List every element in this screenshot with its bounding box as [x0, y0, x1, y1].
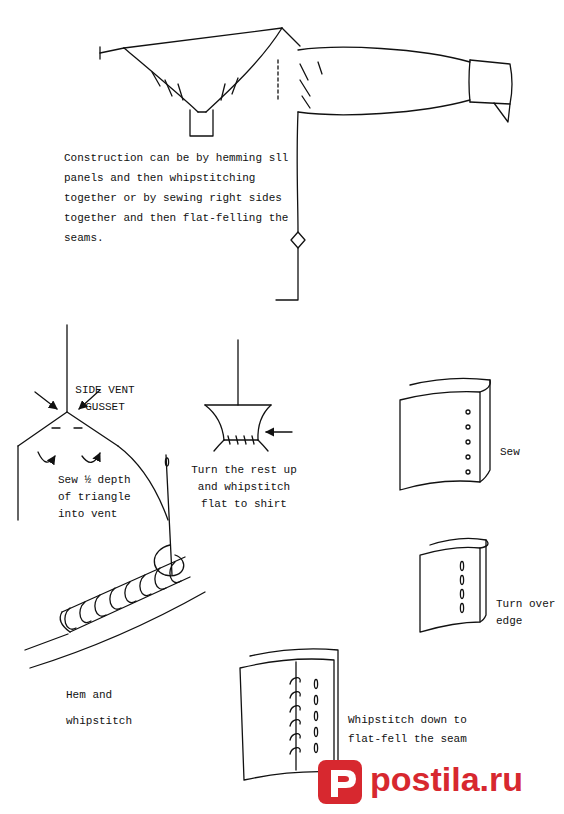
hem-whipstitch-figure-part: [125, 582, 136, 603]
gusset-figure: [18, 325, 168, 520]
hem-whipstitch-figure-part: [62, 557, 185, 612]
shirt-figure-part: [206, 28, 282, 112]
flat-fell-sew-figure-part: [480, 380, 490, 392]
gusset-figure-part: [17, 446, 18, 520]
step-note: Sew: [500, 444, 540, 461]
shirt-figure-part: [276, 248, 298, 300]
hem-whipstitch-figure-part: [154, 545, 183, 576]
turned-gusset-figure-part: [258, 405, 271, 440]
hem-whipstitch-figure: [25, 455, 205, 668]
construction-note: Construction can be by hemming sll panel…: [64, 148, 292, 248]
flat-fell-sew-figure-part: [466, 440, 470, 444]
flat-fell-sew-figure-part: [466, 455, 470, 459]
flat-fell-whipstitch-figure-part: [240, 659, 334, 780]
hem-whipstitch-figure-part: [155, 568, 166, 589]
part-name: SIDE VENT GUSSET: [68, 382, 142, 416]
hem-whipstitch-figure-part: [95, 595, 106, 616]
step-note: Whipstitch down to flat-fell the seam: [348, 711, 498, 749]
shirt-figure-part: [291, 232, 305, 248]
shirt-figure-part: [298, 47, 470, 62]
watermark: postila.ru: [370, 758, 556, 800]
hem-whipstitch-figure-part: [80, 602, 91, 623]
shirt-figure-part: [198, 111, 206, 112]
illustration-part: [18, 28, 512, 780]
watermark-logo-part: [331, 770, 356, 797]
flat-fell-turn-figure-part: [460, 576, 463, 585]
shirt-figure-part: [470, 60, 512, 104]
flat-fell-sew-figure-part: [466, 410, 470, 414]
shirt-figure-part: [190, 110, 213, 136]
hem-whipstitch-figure-part: [165, 458, 168, 466]
flat-fell-sew-figure-part: [466, 425, 470, 429]
gusset-figure-part: [18, 412, 118, 446]
shirt-figure-part: [469, 60, 470, 102]
flat-fell-turn-figure-part: [480, 540, 488, 548]
flat-fell-turn-figure-part: [460, 590, 463, 599]
step-note: Turn over edge: [496, 596, 560, 630]
hem-whipstitch-figure-part: [30, 592, 205, 668]
shirt-figure-part: [99, 47, 100, 59]
shirt-figure-part: [494, 103, 510, 122]
turned-gusset-figure-part: [205, 404, 271, 405]
flat-fell-whipstitch-figure-part: [314, 712, 317, 721]
shirt-figure-part: [277, 60, 278, 100]
hem-whipstitch-figure-part: [70, 577, 190, 632]
shirt-figure-part: [282, 28, 300, 46]
watermark-logo: [318, 760, 362, 804]
flat-fell-whipstitch-figure-part: [314, 696, 317, 705]
turned-gusset-figure: [205, 340, 292, 451]
shirt-figure-part: [124, 48, 198, 112]
shirt-figure-part: [152, 72, 238, 100]
flat-fell-sew-figure-part: [466, 470, 470, 474]
shirt-figure-part: [300, 62, 322, 108]
shirt-figure-part: [100, 48, 124, 53]
gusset-figure-part: [52, 427, 82, 428]
gusset-figure-part: [35, 392, 57, 409]
shirt-figure-part: [124, 28, 282, 48]
gusset-figure-part: [82, 453, 100, 462]
step-note: Turn the rest up and whipstitch flat to …: [190, 462, 298, 513]
hem-whipstitch-figure-part: [25, 634, 68, 650]
watermark-logo-part: [318, 760, 362, 804]
flat-fell-turn-figure-part: [460, 604, 463, 613]
turned-gusset-figure-part: [205, 405, 224, 440]
flat-fell-turn-figure-part: [460, 562, 463, 571]
flat-fell-whipstitch-figure-part: [314, 680, 317, 689]
flat-fell-whipstitch-figure-part: [290, 678, 300, 754]
hem-whipstitch-figure-part: [65, 608, 76, 629]
turned-gusset-figure-part: [228, 436, 254, 444]
hem-whipstitch-figure-part: [140, 575, 151, 596]
flat-fell-whipstitch-figure-part: [314, 728, 317, 737]
flat-fell-whipstitch-figure-part: [314, 744, 317, 753]
turned-gusset-figure-part: [266, 431, 292, 432]
turned-gusset-figure-part: [237, 340, 238, 405]
flat-fell-turn-figure-part: [420, 547, 480, 632]
hem-whipstitch-figure-part: [166, 455, 172, 575]
flat-fell-whipstitch-figure: [240, 649, 338, 780]
flat-fell-turn-figure: [420, 538, 488, 632]
flat-fell-sew-figure: [400, 378, 490, 490]
hem-whipstitch-figure-part: [110, 588, 121, 609]
step-note: Sew ½ depth of triangle into vent: [58, 472, 144, 523]
hem-whipstitch-figure-part: [170, 562, 181, 583]
gusset-figure-part: [38, 452, 55, 462]
shirt-figure-part: [296, 112, 298, 232]
step-note: Hem and whipstitch: [66, 682, 150, 734]
turned-gusset-figure-part: [214, 440, 268, 451]
gusset-figure-part: [66, 325, 67, 412]
flat-fell-sew-figure-part: [400, 392, 480, 490]
shirt-figure-part: [298, 100, 470, 115]
